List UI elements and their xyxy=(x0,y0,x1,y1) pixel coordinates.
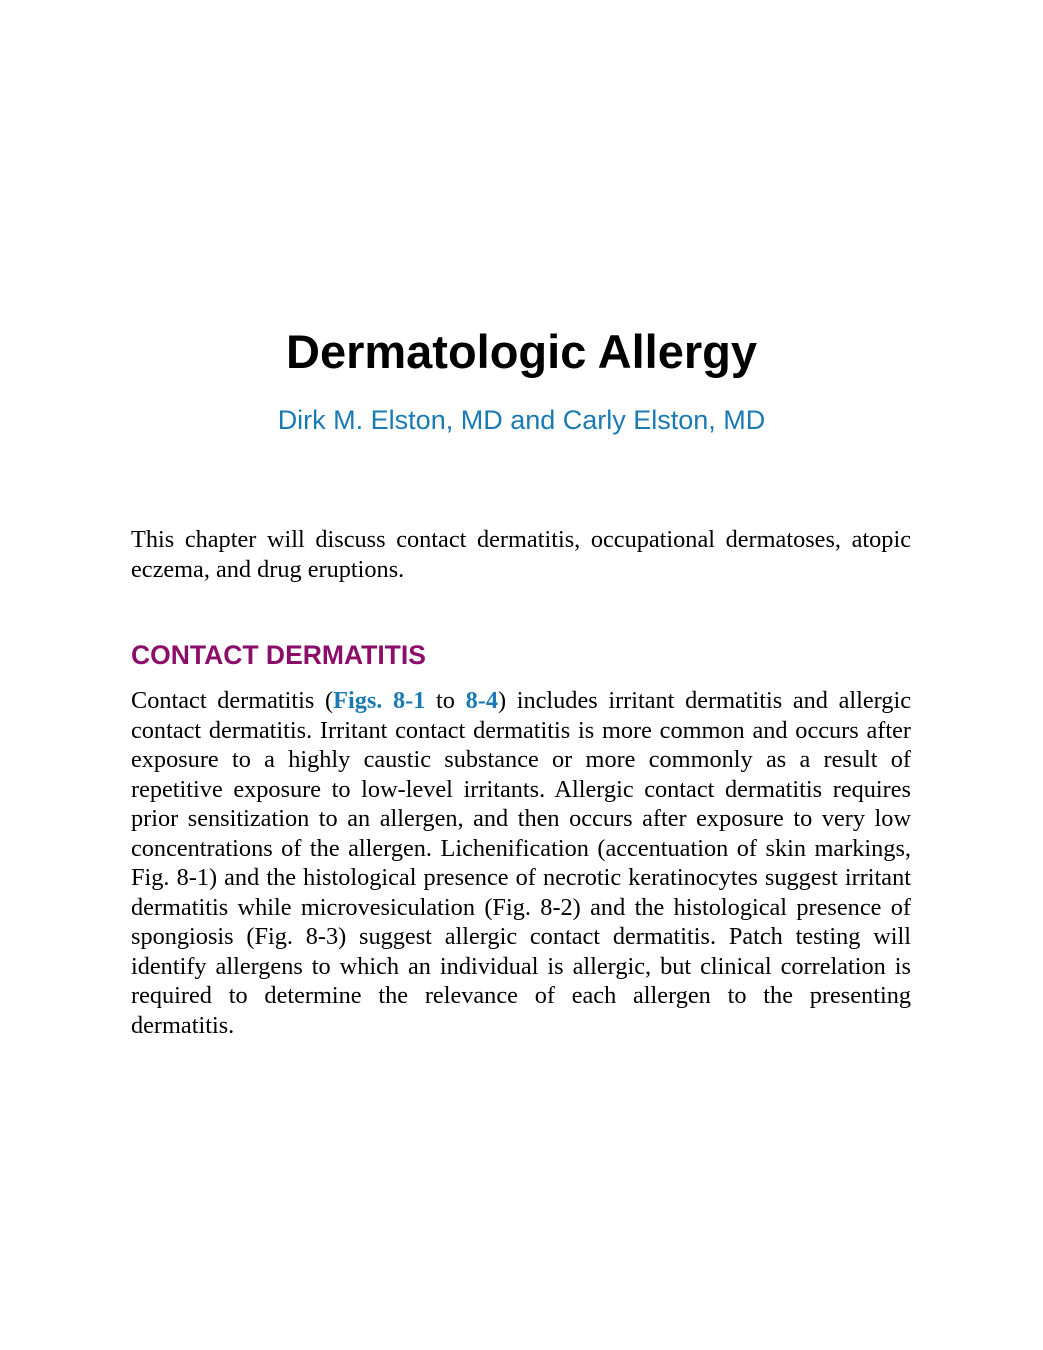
section-heading-contact-dermatitis: CONTACT DERMATITIS xyxy=(131,640,426,670)
paragraph-text-rest: ) includes irritant dermatitis and aller… xyxy=(131,687,911,1039)
paragraph-text-start: Contact dermatitis ( xyxy=(131,687,334,714)
paragraph-text-to: to xyxy=(425,687,466,714)
intro-paragraph: This chapter will discuss contact dermat… xyxy=(131,526,911,583)
chapter-title: Dermatologic Allergy xyxy=(286,325,757,378)
figure-link-8-1[interactable]: Figs. 8-1 xyxy=(333,687,426,714)
contact-dermatitis-paragraph: Contact dermatitis (Figs. 8-1 to 8-4) in… xyxy=(131,686,911,1040)
chapter-body: This chapter will discuss contact dermat… xyxy=(131,525,911,1040)
figure-link-8-4[interactable]: 8-4 xyxy=(465,687,498,714)
chapter-authors: Dirk M. Elston, MD and Carly Elston, MD xyxy=(277,405,766,435)
